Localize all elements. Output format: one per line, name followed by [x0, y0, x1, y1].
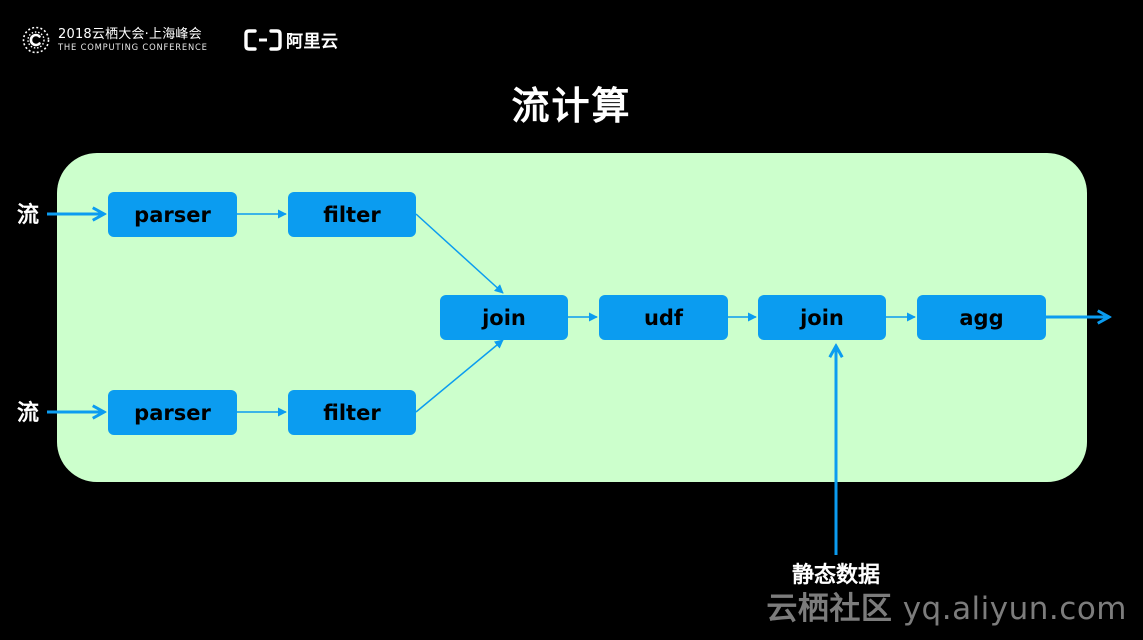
node-parser-bottom-label: parser [134, 401, 211, 425]
watermark-url: yq.aliyun.com [902, 591, 1127, 627]
node-filter-bottom: filter [288, 390, 416, 435]
node-udf-label: udf [644, 306, 684, 330]
node-join-1-label: join [481, 306, 526, 330]
edge-filter-join-bottom [415, 339, 504, 413]
page-title: 流计算 [511, 84, 632, 128]
node-udf: udf [599, 295, 728, 340]
node-join-2-label: join [799, 306, 844, 330]
node-agg-label: agg [959, 306, 1003, 330]
aliyun-logo-icon [244, 28, 282, 51]
node-join-2: join [758, 295, 886, 340]
node-filter-top-label: filter [323, 203, 381, 227]
node-filter-top: filter [288, 192, 416, 237]
watermark: 云栖社区 yq.aliyun.com [766, 583, 1127, 628]
node-filter-bottom-label: filter [323, 401, 381, 425]
edge-filter-join-top [415, 213, 504, 294]
node-parser-bottom: parser [108, 390, 237, 435]
conference-subtitle: THE COMPUTING CONFERENCE [58, 42, 208, 53]
node-parser-top: parser [108, 192, 237, 237]
conference-title: 2018云栖大会·上海峰会 [58, 26, 202, 42]
conference-brand: 2018云栖大会·上海峰会 THE COMPUTING CONFERENCE [22, 26, 208, 54]
node-join-1: join [440, 295, 568, 340]
conference-logo-icon [22, 26, 50, 54]
static-data-label: 静态数据 [792, 562, 880, 588]
node-agg: agg [917, 295, 1046, 340]
aliyun-brand: 阿里云 [244, 27, 339, 52]
company-name: 阿里云 [286, 32, 339, 52]
stream-input-label-top: 流 [17, 202, 39, 228]
node-parser-top-label: parser [134, 203, 211, 227]
stream-input-label-bottom: 流 [17, 400, 39, 426]
edges [47, 214, 1109, 555]
watermark-brand: 云栖社区 [766, 591, 893, 627]
